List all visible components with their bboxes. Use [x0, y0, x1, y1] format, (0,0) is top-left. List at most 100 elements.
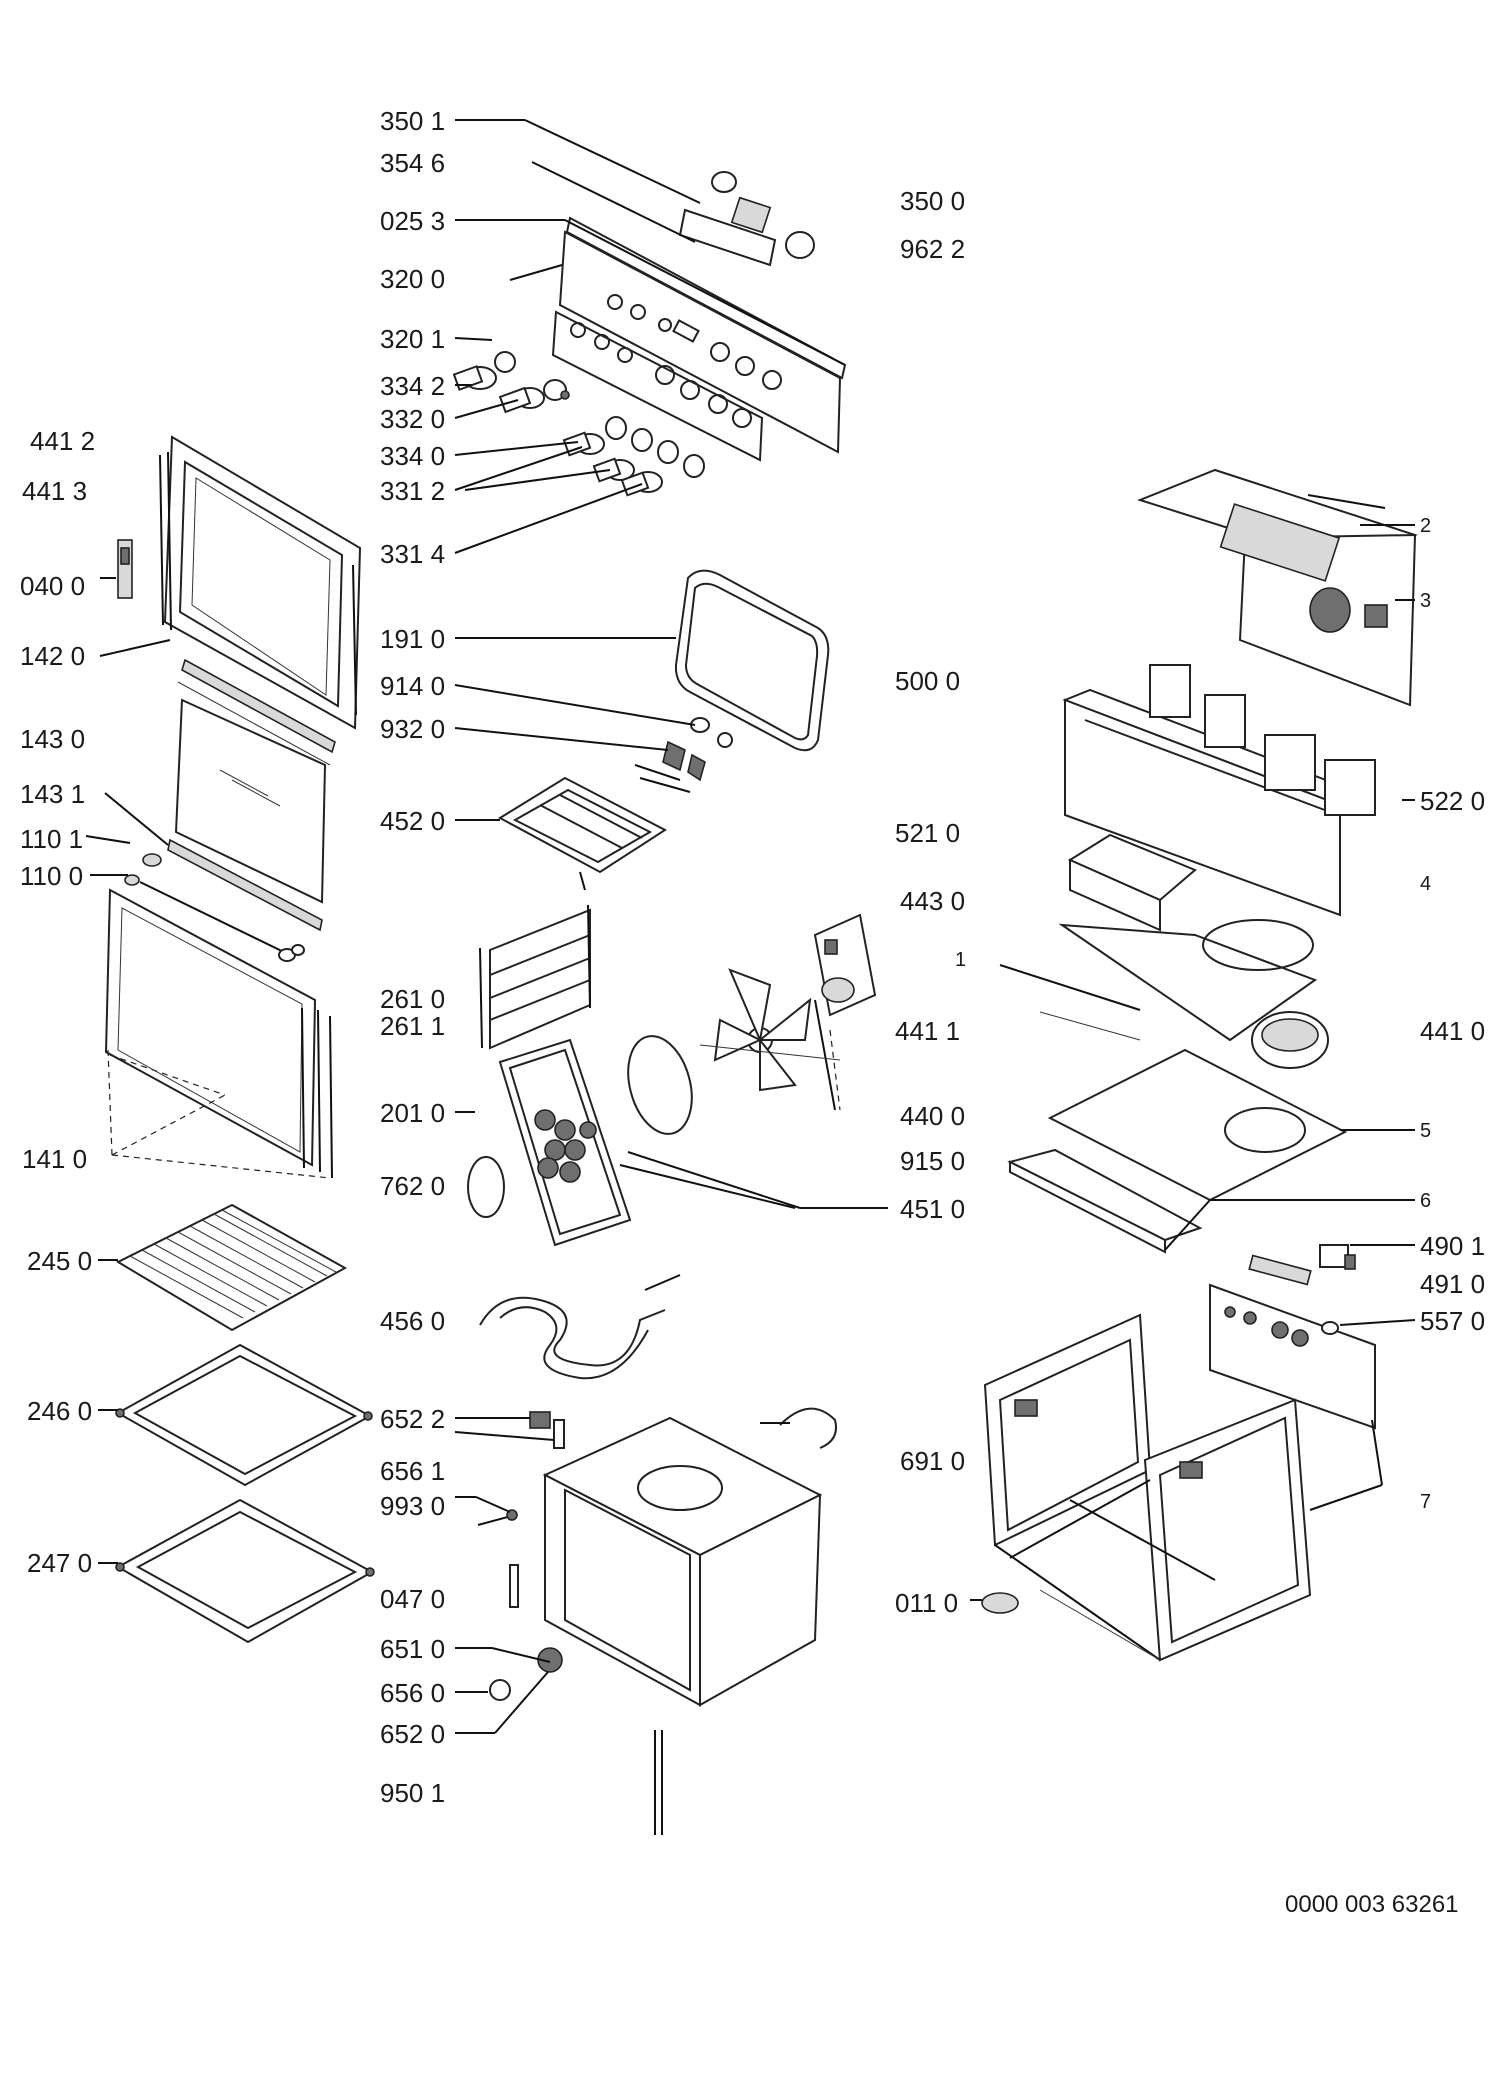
control-panel-part [558, 230, 842, 454]
part-label: 441 2 [30, 426, 95, 456]
part-label: 656 1 [380, 1456, 445, 1486]
door-assembly [104, 435, 375, 1644]
bracket-part [509, 1564, 519, 1608]
part-label: 500 0 [895, 666, 960, 696]
part-label: 762 0 [380, 1171, 445, 1201]
part-label: 334 0 [380, 441, 445, 471]
oven-cavity-part [542, 1407, 837, 1835]
part-label: 245 0 [27, 1246, 92, 1276]
door-rail-part [181, 658, 336, 754]
fan-motor-part [813, 913, 877, 1111]
part-label: 350 0 [900, 186, 965, 216]
fan-cover-part [498, 1038, 632, 1247]
part-label: 491 0 [1420, 1269, 1485, 1299]
part-label: 191 0 [380, 624, 445, 654]
lamp-socket-part [529, 1411, 551, 1429]
part-label: 490 1 [1420, 1231, 1485, 1261]
outer-glass-part [104, 888, 317, 1167]
part-label: 331 2 [380, 476, 445, 506]
part-label: 5 [1420, 1120, 1431, 1142]
part-label: 691 0 [900, 1446, 965, 1476]
part-label: 354 6 [380, 148, 445, 178]
fan-blade-part [713, 968, 812, 1092]
part-label: 932 0 [380, 714, 445, 744]
part-label: 350 1 [380, 106, 445, 136]
part-label: 441 1 [895, 1016, 960, 1046]
door-seal-part [674, 569, 830, 752]
cooling-duct-part [1058, 923, 1318, 1042]
inner-plate-part [1047, 1048, 1348, 1202]
part-label: 143 0 [20, 724, 85, 754]
part-label: 2 [1420, 515, 1431, 537]
part-label: 332 0 [380, 404, 445, 434]
glass-strip-part [167, 838, 323, 932]
part-label: 246 0 [27, 1396, 92, 1426]
part-label: 201 0 [380, 1098, 445, 1128]
part-label: 320 1 [380, 324, 445, 354]
part-label: 320 0 [380, 264, 445, 294]
part-label: 247 0 [27, 1548, 92, 1578]
part-label: 557 0 [1420, 1306, 1485, 1336]
part-label: 040 0 [20, 571, 85, 601]
circular-heater-part [627, 1035, 693, 1135]
fan-cover-vents [534, 1109, 597, 1183]
part-label: 962 2 [900, 234, 965, 264]
part-number-labels: 441 2 441 3 040 0 142 0 143 0 143 1 110 … [20, 106, 1485, 1918]
part-label: 452 0 [380, 806, 445, 836]
leader-lines [85, 119, 1416, 1734]
part-label: 331 4 [380, 539, 445, 569]
part-label: 011 0 [895, 1588, 958, 1618]
part-label: 141 0 [22, 1144, 87, 1174]
oven-internals [467, 569, 877, 1835]
lower-heating-element-part [479, 1296, 666, 1380]
part-label: 443 0 [900, 886, 965, 916]
part-label: 651 0 [380, 1634, 445, 1664]
baking-tray-part [115, 1343, 373, 1487]
drawing-code: 0000 003 63261 [1285, 1891, 1459, 1918]
part-label: 261 1 [380, 1011, 445, 1041]
deep-tray-part [115, 1498, 375, 1644]
part-label: 4 [1420, 873, 1431, 895]
top-heating-element-part [498, 764, 691, 891]
part-label: 993 0 [380, 1491, 445, 1521]
wire-shelf-part [115, 1203, 348, 1332]
part-label: 441 3 [22, 476, 87, 506]
part-label: 143 1 [20, 779, 85, 809]
part-label: 110 0 [20, 861, 83, 891]
part-label: 522 0 [1420, 786, 1485, 816]
part-label: 142 0 [20, 641, 85, 671]
part-label: 047 0 [380, 1584, 445, 1614]
part-label: 914 0 [380, 671, 445, 701]
housing-assembly [981, 468, 1418, 1662]
foot-part [981, 1592, 1019, 1614]
part-label: 950 1 [380, 1778, 445, 1808]
part-label: 441 0 [1420, 1016, 1485, 1046]
part-label: 6 [1420, 1190, 1431, 1212]
part-label: 656 0 [380, 1678, 445, 1708]
part-label: 440 0 [900, 1101, 965, 1131]
button-cap-part [785, 231, 815, 259]
part-label: 1 [955, 949, 966, 971]
display-module-part [678, 208, 777, 267]
housing-frame-part [983, 1313, 1312, 1662]
spring-part [662, 740, 686, 772]
part-label: 7 [1420, 1491, 1431, 1513]
part-label: 261 0 [380, 984, 445, 1014]
relay-module-part [1264, 734, 1316, 791]
rack-support-part [479, 904, 591, 1050]
part-label: 334 2 [380, 371, 445, 401]
part-label: 915 0 [900, 1146, 965, 1176]
part-label: 521 0 [895, 818, 960, 848]
part-label: 456 0 [380, 1306, 445, 1336]
part-label: 652 2 [380, 1404, 445, 1434]
part-label: 110 1 [20, 824, 83, 854]
part-label: 3 [1420, 590, 1431, 612]
part-label: 025 3 [380, 206, 445, 236]
door-frame-part [163, 435, 362, 730]
switch-part [1319, 1244, 1349, 1268]
part-label: 451 0 [900, 1194, 965, 1224]
fan-gasket-part [467, 1156, 505, 1218]
inner-glass-part [174, 698, 327, 904]
part-label: 652 0 [380, 1719, 445, 1749]
